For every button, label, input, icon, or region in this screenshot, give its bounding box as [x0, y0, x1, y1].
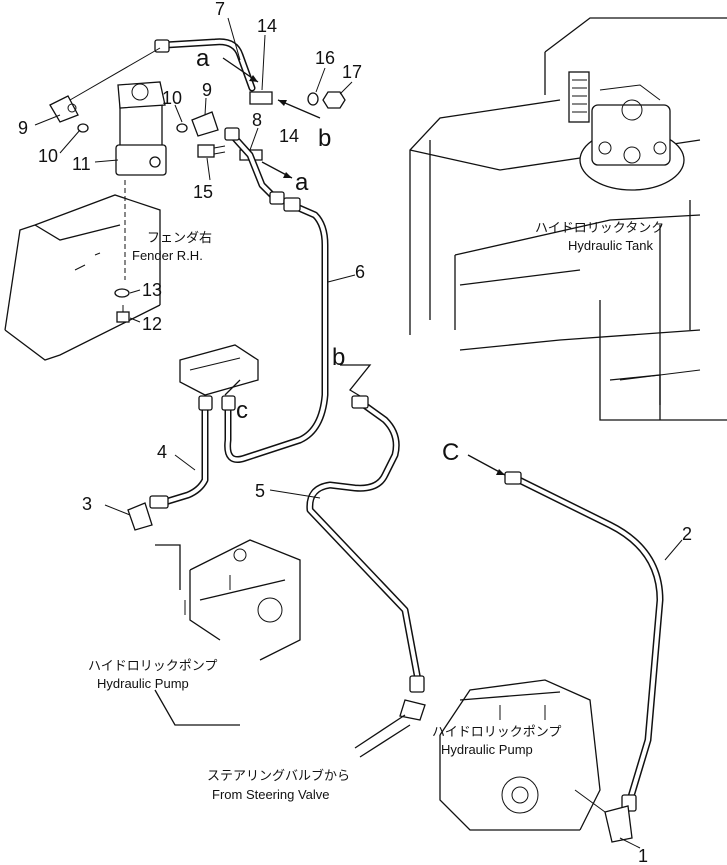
hose-5	[306, 395, 426, 758]
part-number: 9	[18, 118, 28, 138]
part-number: 15	[193, 182, 213, 202]
ref-letter-c: c	[236, 397, 248, 424]
hydraulic-tank-drawing	[409, 17, 727, 421]
part-number: 17	[342, 62, 362, 82]
part-number: 7	[215, 0, 225, 19]
part-number: 16	[315, 48, 335, 68]
hydraulic-pump-left-drawing	[154, 539, 301, 726]
filter-assembly	[49, 81, 346, 323]
part-number: 1	[638, 846, 648, 865]
steering-caption-jp: ステアリングバルブから	[207, 768, 350, 783]
pump-right-caption-en: Hydraulic Pump	[441, 742, 533, 757]
part-labels: 7 14 16 17 9 10 8 14 9 10 11 15 6 13 12 …	[18, 0, 692, 865]
hose-2	[504, 471, 664, 812]
captions: フェンダ右 Fender R.H. ハイドロリックタンク Hydraulic T…	[88, 220, 664, 802]
leader-lines	[34, 17, 683, 849]
ref-letter-c: C	[442, 439, 459, 466]
ref-letter-b: b	[332, 344, 345, 371]
part-number: 9	[202, 80, 212, 100]
steering-caption-en: From Steering Valve	[212, 787, 330, 802]
fender-caption-jp: フェンダ右	[147, 230, 212, 245]
part-number: 14	[279, 126, 299, 146]
fender-rh-drawing	[4, 180, 161, 361]
hose-4	[149, 395, 213, 509]
hose-8	[224, 127, 285, 205]
part-number: 14	[257, 16, 277, 36]
part-number: 10	[38, 146, 58, 166]
reference-letters: a b a b c C	[196, 45, 459, 466]
part-number: 6	[355, 262, 365, 282]
part-number: 11	[72, 154, 91, 174]
part-number: 8	[252, 110, 262, 130]
ref-letter-b: b	[318, 125, 331, 152]
part-number: 2	[682, 524, 692, 544]
pump-left-caption-jp: ハイドロリックポンプ	[88, 658, 217, 673]
part-number: 3	[82, 494, 92, 514]
part-number: 12	[142, 314, 162, 334]
part-number: 5	[255, 481, 265, 501]
part-number: 4	[157, 442, 167, 462]
tank-caption-jp: ハイドロリックタンク	[535, 220, 664, 235]
ref-letter-a: a	[295, 169, 309, 196]
tank-caption-en: Hydraulic Tank	[568, 238, 654, 253]
pump-right-caption-jp: ハイドロリックポンプ	[432, 724, 561, 739]
elbow-3	[127, 502, 153, 531]
ref-letter-a: a	[196, 45, 210, 72]
hose-6	[221, 197, 329, 463]
valve-block	[179, 344, 259, 396]
fender-caption-en: Fender R.H.	[132, 248, 203, 263]
part-number: 13	[142, 280, 162, 300]
elbow-1	[604, 805, 633, 843]
reference-arrows	[222, 57, 506, 476]
hydraulic-pump-right-drawing	[439, 679, 606, 831]
pump-left-caption-en: Hydraulic Pump	[97, 676, 189, 691]
part-number: 10	[162, 88, 182, 108]
